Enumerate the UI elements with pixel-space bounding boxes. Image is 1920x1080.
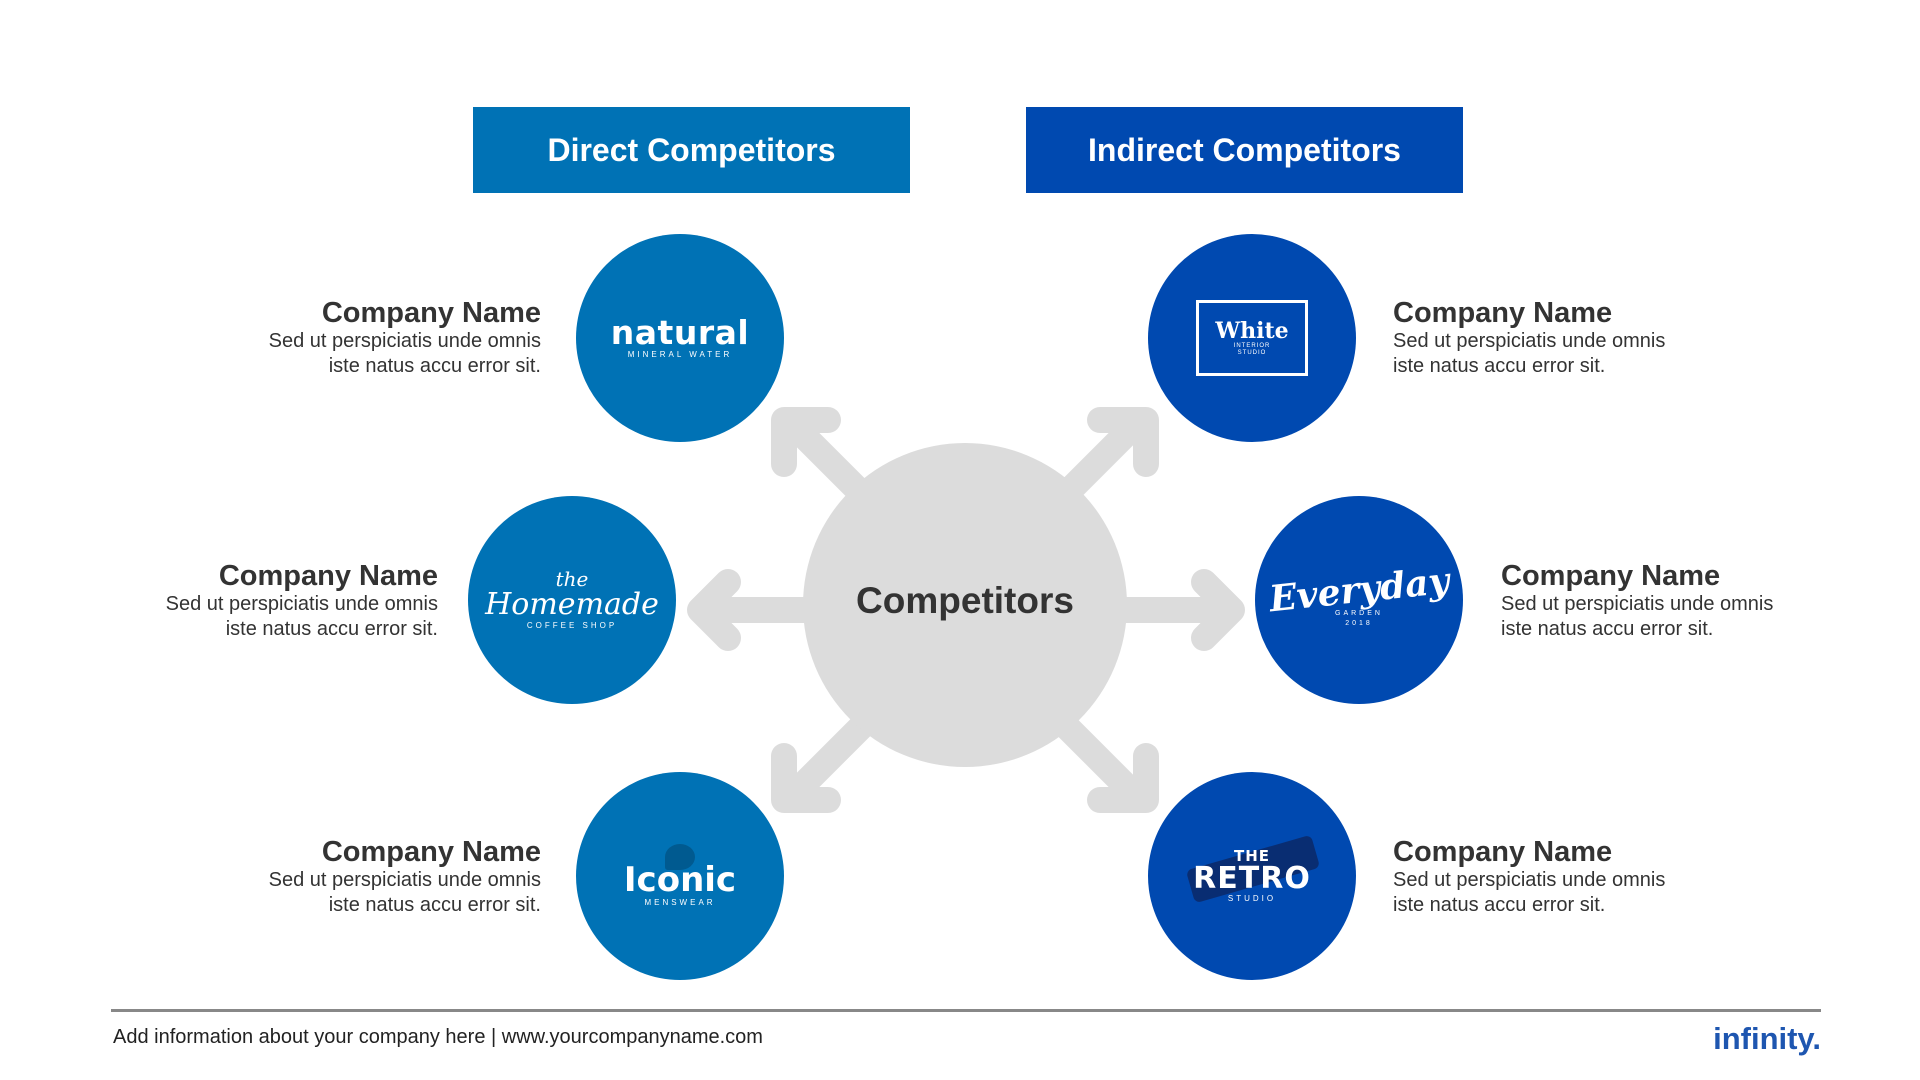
center-label: Competitors bbox=[856, 580, 1074, 621]
company-desc-line1: Sed ut perspiciatis unde omnis bbox=[1393, 869, 1666, 891]
logo-everyday-sub2: 2018 bbox=[1345, 620, 1373, 627]
brand-logo: infinity. bbox=[1713, 1021, 1821, 1056]
logo-natural-sub: MINERAL WATER bbox=[627, 350, 733, 359]
company-direct-1: Company Name Sed ut perspiciatis unde om… bbox=[211, 297, 541, 379]
logo-everyday-sub1: GARDEN bbox=[1335, 610, 1383, 617]
company-name: Company Name bbox=[1393, 836, 1613, 868]
company-desc-line1: Sed ut perspiciatis unde omnis bbox=[1501, 593, 1774, 615]
company-name: Company Name bbox=[321, 836, 541, 868]
logo-white-sub1: INTERIOR bbox=[1233, 343, 1271, 349]
company-name: Company Name bbox=[321, 297, 541, 329]
company-direct-2: Company Name Sed ut perspiciatis unde om… bbox=[108, 560, 438, 642]
logo-white-frame: White INTERIOR STUDIO bbox=[1196, 300, 1308, 376]
company-indirect-3: Company Name Sed ut perspiciatis unde om… bbox=[1393, 836, 1723, 918]
company-desc-line1: Sed ut perspiciatis unde omnis bbox=[268, 869, 541, 891]
company-name: Company Name bbox=[218, 560, 438, 592]
speech-bubble-icon bbox=[665, 844, 695, 870]
company-desc-line1: Sed ut perspiciatis unde omnis bbox=[1393, 330, 1666, 352]
company-desc-line2: iste natus accu error sit. bbox=[1501, 618, 1714, 640]
logo-retro-sub: STUDIO bbox=[1227, 893, 1277, 903]
logo-white: White INTERIOR STUDIO bbox=[1148, 234, 1356, 442]
company-desc-line2: iste natus accu error sit. bbox=[1393, 355, 1606, 377]
company-direct-3: Company Name Sed ut perspiciatis unde om… bbox=[211, 836, 541, 918]
company-desc-line1: Sed ut perspiciatis unde omnis bbox=[165, 593, 438, 615]
logo-white-text: White bbox=[1215, 318, 1289, 344]
direct-competitors-title: Direct Competitors bbox=[547, 131, 836, 168]
company-name: Company Name bbox=[1393, 297, 1613, 329]
footer-divider bbox=[111, 1009, 1821, 1012]
logo-everyday: Everyday GARDEN 2018 bbox=[1255, 496, 1463, 704]
logo-iconic-sub: MENSWEAR bbox=[644, 898, 716, 907]
company-desc-line2: iste natus accu error sit. bbox=[225, 618, 438, 640]
logo-homemade: the Homemade COFFEE SHOP bbox=[468, 496, 676, 704]
direct-competitors-header: Direct Competitors bbox=[473, 107, 910, 193]
center-circle bbox=[803, 443, 1127, 767]
logo-everyday-text: Everyday bbox=[1267, 559, 1451, 621]
indirect-competitors-title: Indirect Competitors bbox=[1088, 131, 1401, 168]
logo-retro: THE RETRO STUDIO bbox=[1148, 772, 1356, 980]
company-indirect-1: Company Name Sed ut perspiciatis unde om… bbox=[1393, 297, 1723, 379]
logo-homemade-sub: COFFEE SHOP bbox=[526, 621, 618, 630]
logo-natural: natural MINERAL WATER bbox=[576, 234, 784, 442]
logo-white-sub2: STUDIO bbox=[1237, 350, 1267, 356]
logo-natural-text: natural bbox=[610, 313, 750, 352]
logo-homemade-text: Homemade bbox=[485, 587, 659, 622]
footer-info: Add information about your company here … bbox=[113, 1026, 763, 1048]
company-desc-line2: iste natus accu error sit. bbox=[328, 355, 541, 377]
company-desc-line1: Sed ut perspiciatis unde omnis bbox=[268, 330, 541, 352]
logo-homemade-top: the bbox=[555, 567, 589, 591]
indirect-competitors-header: Indirect Competitors bbox=[1026, 107, 1463, 193]
logo-iconic: Iconic MENSWEAR bbox=[576, 772, 784, 980]
logo-retro-text: RETRO bbox=[1193, 860, 1311, 896]
company-name: Company Name bbox=[1501, 560, 1721, 592]
logo-retro-top: THE bbox=[1233, 846, 1271, 865]
logo-iconic-text: Iconic bbox=[623, 860, 737, 900]
company-indirect-2: Company Name Sed ut perspiciatis unde om… bbox=[1501, 560, 1831, 642]
company-desc-line2: iste natus accu error sit. bbox=[1393, 894, 1606, 916]
company-desc-line2: iste natus accu error sit. bbox=[328, 894, 541, 916]
